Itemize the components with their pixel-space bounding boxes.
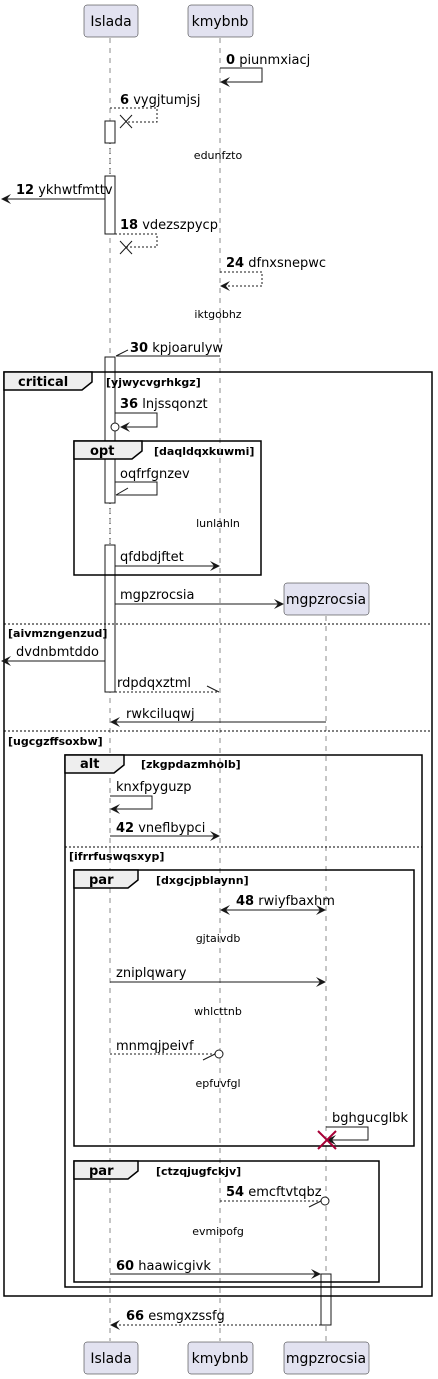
- fragment-par-1: par [dxgcjpblaynn]: [73, 869, 415, 1147]
- participant-islada-bottom: Islada: [83, 1341, 139, 1375]
- message-36: 36 lnjssqonzt: [110, 397, 208, 432]
- svg-text:24 dfnxsnepwc: 24 dfnxsnepwc: [226, 256, 326, 271]
- participant-mgpzrocsia-bottom: mgpzrocsia: [283, 1341, 370, 1375]
- activation-bar: [104, 175, 116, 235]
- activation-bar: [320, 1273, 332, 1326]
- svg-text:[ctzqjugfckjv]: [ctzqjugfckjv]: [156, 1165, 241, 1178]
- participant-label: mgpzrocsia: [286, 1351, 366, 1367]
- svg-text:54 emcftvtqbz: 54 emcftvtqbz: [226, 1185, 322, 1200]
- message-rwkciluqwj: rwkciluqwj: [110, 707, 326, 727]
- participant-label: kmybnb: [192, 14, 249, 30]
- message-oqfrfgnzev: oqfrfgnzev: [115, 467, 190, 496]
- message-zniplqwary: zniplqwary: [110, 966, 326, 987]
- svg-text:66 esmgxzssfg: 66 esmgxzssfg: [126, 1309, 225, 1324]
- svg-text:par: par: [89, 1164, 114, 1179]
- fragment-opt: opt [daqldqxkuwmi]: [73, 440, 262, 576]
- divider-label: evmipofg: [192, 1225, 244, 1238]
- message-dvdnbmtddo: dvdnbmtddo: [1, 645, 105, 666]
- svg-text:[aivmzngenzud]: [aivmzngenzud]: [8, 627, 107, 640]
- message-0: 0 piunmxiacj: [220, 53, 310, 87]
- svg-text:opt: opt: [90, 444, 114, 459]
- message-create-mgpzrocsia: mgpzrocsia: [115, 588, 284, 609]
- svg-text:[yjwycvgrhkgz]: [yjwycvgrhkgz]: [106, 376, 201, 389]
- message-24: 24 dfnxsnepwc: [220, 256, 326, 291]
- svg-text:0 piunmxiacj: 0 piunmxiacj: [226, 53, 310, 68]
- svg-text:42 vneflbypci: 42 vneflbypci: [116, 821, 205, 836]
- divider-label: gjtaivdb: [196, 932, 241, 945]
- participant-kmybnb-top: kmybnb: [187, 4, 254, 38]
- message-knxfpyguzp: knxfpyguzp: [110, 780, 192, 814]
- svg-text:rdpdqxztml: rdpdqxztml: [117, 676, 191, 691]
- message-18: 18 vdezszpycp: [115, 218, 218, 255]
- activation-bar: [104, 544, 116, 693]
- participant-mgpzrocsia-created: mgpzrocsia: [283, 582, 370, 616]
- divider-label: whlcttnb: [194, 1005, 242, 1018]
- message-66: 66 esmgxzssfg: [110, 1309, 321, 1330]
- message-mnmqjpeivf: mnmqjpeivf: [110, 1039, 224, 1061]
- message-48: 48 rwiyfbaxhm: [220, 894, 335, 915]
- message-12: 12 ykhwtfmttv: [1, 183, 113, 204]
- svg-text:mgpzrocsia: mgpzrocsia: [120, 588, 195, 603]
- svg-text:critical: critical: [18, 375, 68, 390]
- svg-text:48 rwiyfbaxhm: 48 rwiyfbaxhm: [236, 894, 335, 909]
- participant-label: mgpzrocsia: [286, 592, 366, 608]
- svg-text:60 haawicgivk: 60 haawicgivk: [116, 1259, 211, 1274]
- participant-kmybnb-bottom: kmybnb: [187, 1341, 254, 1375]
- fragment-alt: alt [zkgpdazmholb] [ifrrfuswqsxyp]: [64, 754, 423, 1288]
- message-54: 54 emcftvtqbz: [220, 1185, 330, 1208]
- svg-text:6 vygjtumjsj: 6 vygjtumjsj: [120, 93, 200, 108]
- message-qfdbdjftet: qfdbdjftet: [115, 550, 220, 571]
- svg-text:alt: alt: [80, 757, 99, 772]
- divider-label: lunlahln: [196, 517, 240, 530]
- svg-text:12 ykhwtfmttv: 12 ykhwtfmttv: [16, 183, 113, 198]
- fragment-par-2: par [ctzqjugfckjv]: [73, 1160, 380, 1283]
- svg-text:qfdbdjftet: qfdbdjftet: [120, 550, 184, 565]
- svg-text:30 kpjoarulyw: 30 kpjoarulyw: [130, 341, 223, 356]
- message-60: 60 haawicgivk: [110, 1259, 321, 1279]
- svg-text:[daqldqxkuwmi]: [daqldqxkuwmi]: [154, 445, 254, 458]
- divider-label: iktgobhz: [194, 308, 241, 321]
- svg-text:par: par: [89, 873, 114, 888]
- svg-text:36 lnjssqonzt: 36 lnjssqonzt: [120, 397, 208, 412]
- svg-text:rwkciluqwj: rwkciluqwj: [126, 707, 195, 722]
- svg-text:18 vdezszpycp: 18 vdezszpycp: [120, 218, 218, 233]
- message-42: 42 vneflbypci: [110, 821, 220, 841]
- svg-text:[zkgpdazmholb]: [zkgpdazmholb]: [141, 758, 241, 771]
- activation-bar: [104, 120, 116, 144]
- participant-label: kmybnb: [192, 1351, 249, 1367]
- participant-label: Islada: [90, 14, 131, 30]
- participant-label: Islada: [90, 1351, 131, 1367]
- fragment-critical: critical [yjwycvgrhkgz] [aivmzngenzud] […: [3, 371, 433, 1297]
- svg-text:dvdnbmtddo: dvdnbmtddo: [16, 645, 99, 660]
- svg-text:knxfpyguzp: knxfpyguzp: [116, 780, 192, 795]
- message-bghgucglbk: bghgucglbk: [317, 1111, 408, 1150]
- message-rdpdqxztml: rdpdqxztml: [115, 676, 220, 693]
- participant-islada-top: Islada: [83, 4, 139, 38]
- divider-label: edunfzto: [194, 149, 243, 162]
- svg-text:bghgucglbk: bghgucglbk: [332, 1111, 408, 1126]
- divider-label: epfuvfgl: [195, 1077, 240, 1090]
- svg-text:mnmqjpeivf: mnmqjpeivf: [116, 1039, 194, 1054]
- message-30: 30 kpjoarulyw: [115, 341, 223, 357]
- svg-text:oqfrfgnzev: oqfrfgnzev: [120, 467, 190, 482]
- svg-text:zniplqwary: zniplqwary: [116, 966, 187, 981]
- svg-text:[ifrrfuswqsxyp]: [ifrrfuswqsxyp]: [69, 850, 164, 863]
- svg-text:[ugcgzffsoxbw]: [ugcgzffsoxbw]: [8, 735, 103, 748]
- message-6: 6 vygjtumjsj: [110, 93, 200, 129]
- svg-text:[dxgcjpblaynn]: [dxgcjpblaynn]: [156, 874, 249, 887]
